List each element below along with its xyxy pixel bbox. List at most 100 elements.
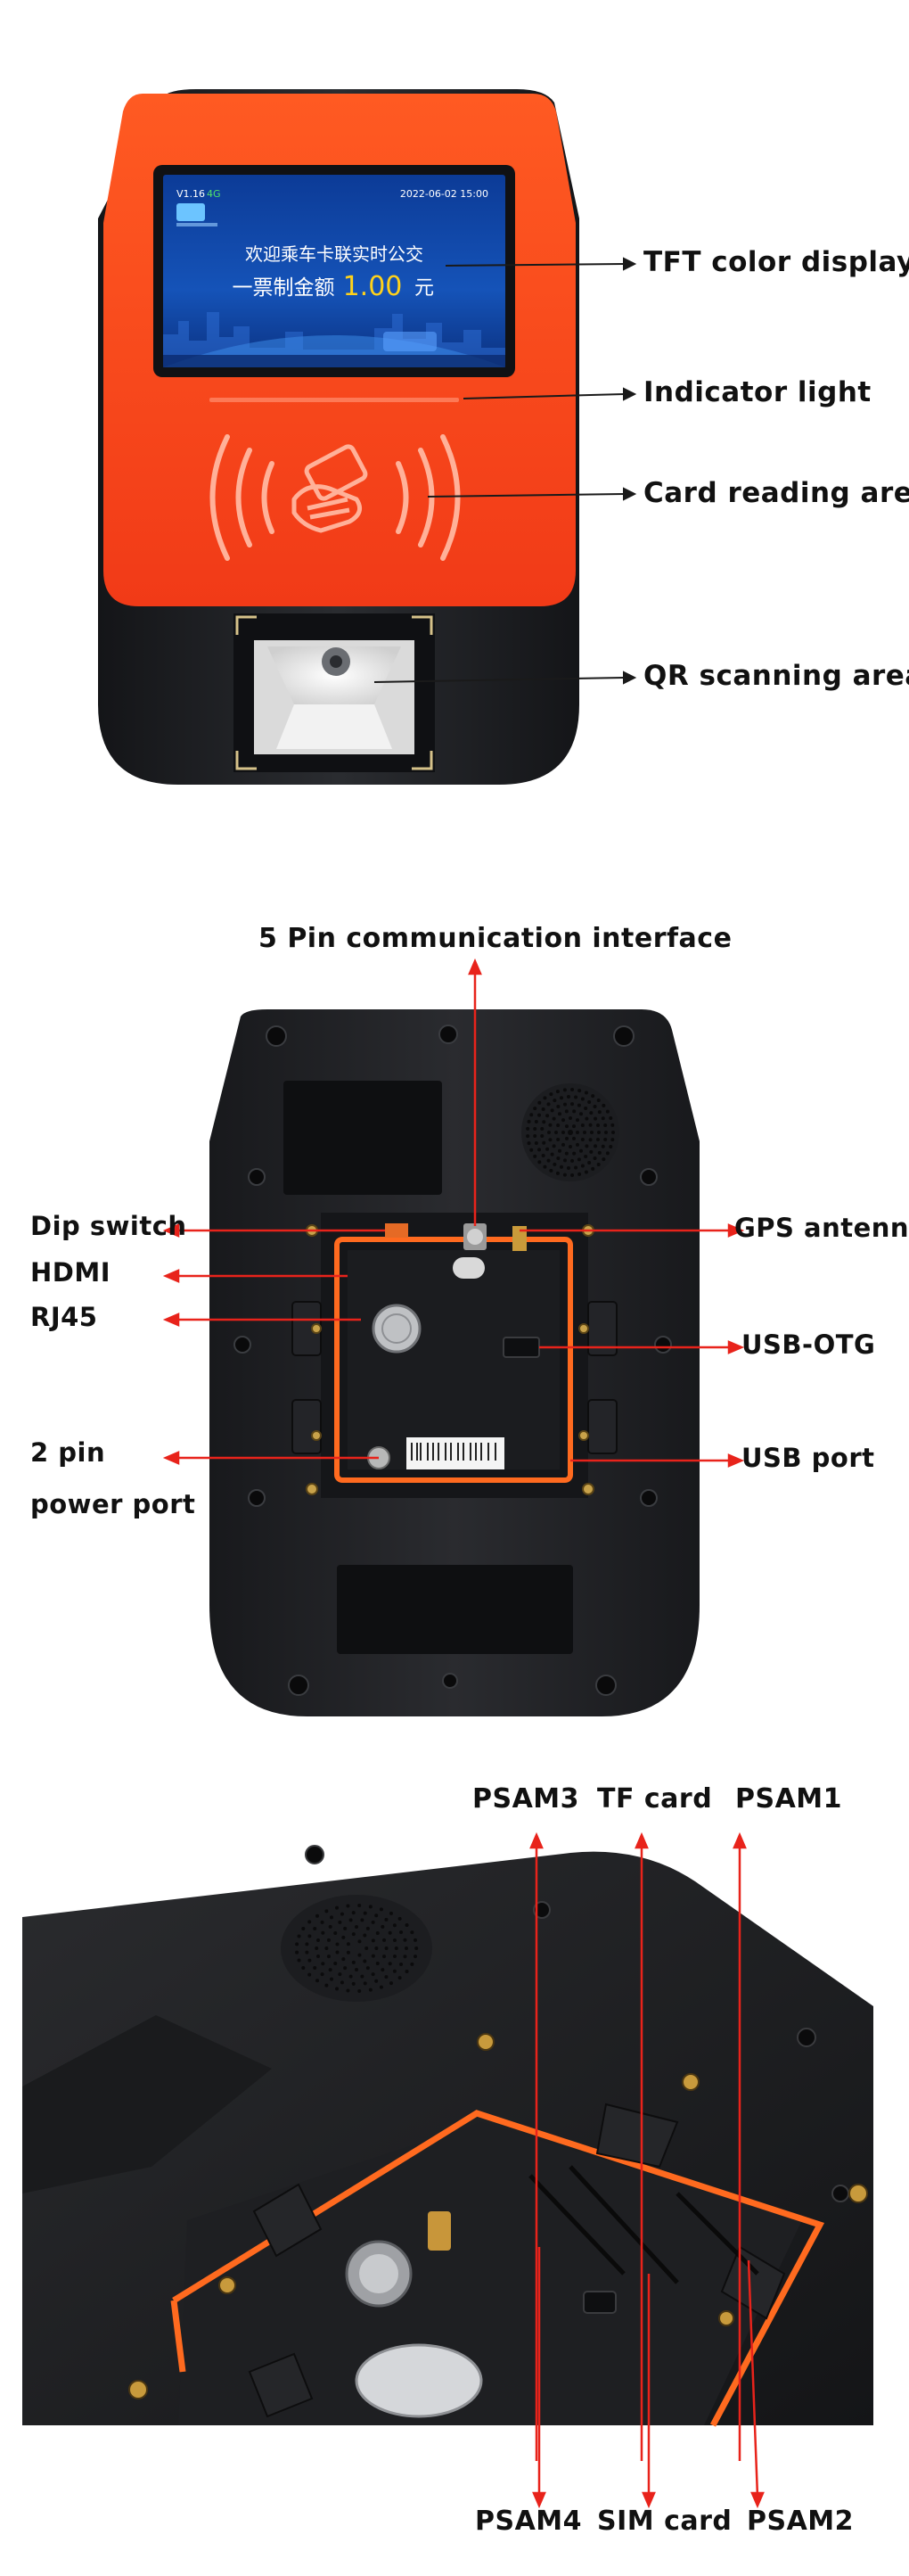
speaker-hole	[593, 1156, 597, 1160]
speaker-hole	[570, 1158, 575, 1163]
detail-gps-connector	[428, 2211, 451, 2251]
detail-speaker-hole	[324, 1946, 329, 1950]
detail-speaker-hole	[363, 1981, 367, 1986]
speaker-hole	[537, 1148, 542, 1152]
detail-speaker-hole	[388, 1962, 392, 1966]
detail-speaker-hole	[374, 1946, 379, 1950]
detail-speaker-hole	[384, 1917, 389, 1922]
orange-gasket	[334, 1237, 573, 1483]
speaker-hole	[587, 1100, 592, 1105]
detail-card-slots	[528, 2165, 759, 2284]
side-clips	[291, 1301, 618, 1454]
speaker-hole	[595, 1123, 600, 1128]
detail-speaker-hole	[333, 1931, 338, 1936]
speaker-hole	[547, 1131, 551, 1134]
speaker-hole	[580, 1097, 585, 1101]
detail-speaker-hole	[346, 1904, 350, 1908]
detail-speaker-hole	[374, 1979, 379, 1983]
speaker-hole	[533, 1107, 537, 1111]
detail-orange-gasket	[172, 2110, 825, 2427]
speaker-hole	[609, 1144, 613, 1148]
detail-speaker-hole	[397, 1916, 402, 1921]
callout-tf-card: TF card	[597, 1783, 713, 1815]
speaker-hole	[593, 1105, 597, 1109]
callout-psam3: PSAM3	[472, 1783, 580, 1815]
speaker-hole	[610, 1123, 615, 1127]
detail-speaker-hole	[316, 1938, 321, 1942]
speaker-hole	[550, 1108, 554, 1113]
detail-device-illustration	[22, 1831, 873, 2509]
detail-speaker-hole	[307, 1920, 312, 1924]
detail-speaker-hole	[330, 1977, 333, 1981]
detail-speaker-hole	[351, 1981, 356, 1986]
detail-speaker-hole	[313, 1965, 317, 1970]
speaker-hole	[591, 1166, 595, 1171]
detail-speaker-hole	[394, 1946, 398, 1950]
detail-speaker-hole	[307, 1934, 312, 1938]
speaker-hole	[584, 1155, 588, 1159]
detail-speaker-hole	[338, 1920, 342, 1924]
callout-qr-scanning-area: QR scanning area	[643, 660, 909, 692]
detail-speaker-hole	[297, 1934, 301, 1938]
speaker-hole	[580, 1123, 585, 1127]
detail-speaker-hole	[389, 1911, 393, 1915]
barcode-lines	[411, 1443, 496, 1461]
detail-speaker-hole	[381, 1924, 385, 1929]
detail-speaker-hole	[405, 1923, 409, 1928]
speaker-hole	[565, 1136, 569, 1140]
detail-speaker-hole	[301, 1927, 306, 1931]
front-device-illustration: V1.16 4G 2022-06-02 15:00 欢迎乘车卡联实时公交 一票制…	[98, 89, 637, 785]
speaker-hole	[574, 1165, 578, 1170]
callout-indicator-light: Indicator light	[643, 376, 872, 408]
detail-speaker-hole	[392, 1938, 397, 1942]
detail-speaker-hole	[328, 1968, 332, 1972]
speaker-hole	[584, 1106, 588, 1110]
detail-speaker-hole	[335, 1942, 340, 1946]
detail-speaker-hole	[399, 1930, 404, 1935]
detail-speaker-hole	[375, 1931, 380, 1936]
speaker-hole	[609, 1116, 613, 1121]
gps-antenna-connector	[512, 1226, 527, 1251]
detail-speaker-hole	[357, 1939, 362, 1944]
callout-gps-antenna: GPS antenna	[734, 1213, 909, 1243]
detail-speaker-hole	[363, 1959, 367, 1963]
speaker-hole	[572, 1151, 577, 1156]
callout-two-pin-line2: power port	[30, 1489, 196, 1519]
detail-speaker-hole	[340, 1980, 344, 1985]
qr-corner-brackets	[235, 615, 433, 770]
speaker-hole	[564, 1109, 569, 1114]
speaker-hole	[548, 1138, 553, 1142]
detail-brass-posts	[128, 2033, 868, 2399]
front-callout-lines	[373, 257, 637, 685]
speaker-hole	[589, 1149, 594, 1154]
speaker-hole	[596, 1098, 601, 1102]
speaker-hole	[541, 1107, 545, 1111]
speaker-hole	[566, 1095, 570, 1099]
speaker-hole	[543, 1165, 547, 1169]
speaker-hole	[597, 1110, 602, 1115]
detail-speaker-hole	[348, 1974, 353, 1979]
detail-speaker-hole	[313, 1927, 317, 1931]
back-view-section: 5 Pin communication interface Dip switch…	[0, 874, 909, 1748]
speaker-hole	[562, 1173, 567, 1177]
label-recess-top	[283, 1081, 442, 1195]
detail-speaker-hole	[305, 1942, 309, 1946]
indicator-light-strip	[209, 398, 459, 402]
detail-speaker-hole	[371, 1920, 375, 1924]
detail-speaker-hole	[340, 1912, 344, 1916]
detail-speaker-hole	[335, 1987, 340, 1991]
detail-speaker-hole	[368, 1988, 373, 1992]
speaker-hole	[584, 1170, 588, 1174]
speaker-hole	[576, 1142, 579, 1147]
speaker-hole	[570, 1102, 575, 1107]
speaker-hole	[559, 1096, 563, 1100]
speaker-hole	[570, 1088, 575, 1092]
detail-coin-battery	[355, 2343, 483, 2418]
speaker-hole	[543, 1096, 547, 1100]
detail-speaker-hole	[346, 1942, 350, 1946]
detail-speaker-hole	[301, 1965, 306, 1970]
screen-welcome-text: 欢迎乘车卡联实时公交	[245, 243, 423, 265]
speaker-hole	[574, 1095, 578, 1099]
detail-speaker-hole	[374, 1913, 379, 1918]
speaker-hole	[565, 1124, 569, 1129]
